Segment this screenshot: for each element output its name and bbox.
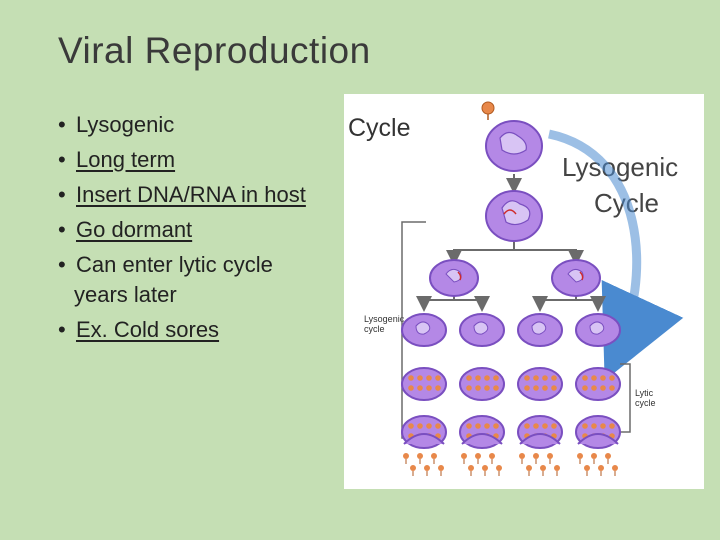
bullet-list: • Lysogenic • Long term • Insert DNA/RNA in… <box>58 110 328 350</box>
lysing-cell <box>519 433 561 476</box>
flow-arrow <box>576 296 606 312</box>
figure-heading: Cycle <box>348 114 411 142</box>
diagram-canvas: Cycle Lysogenic Cycle Lysogenic cycle Ly… <box>348 101 684 476</box>
lytic-path-arrow <box>548 129 684 381</box>
slide-title: Viral Reproduction <box>58 30 371 71</box>
flow-arrow <box>454 296 490 312</box>
bullet-dot-icon: • <box>58 112 66 137</box>
bullet-text: Insert DNA/RNA in host <box>76 182 306 207</box>
side-label-lysogenic-2: cycle <box>364 324 385 334</box>
side-label-lytic-1: Lytic <box>635 388 654 398</box>
bullet-item: • Go dormant <box>58 215 328 245</box>
lysogenic-cycle-diagram: Cycle Lysogenic Cycle Lysogenic cycle Ly… <box>344 94 704 489</box>
bullet-item: • Can enter lytic cycle years later <box>58 250 328 310</box>
virus-icon <box>481 101 495 120</box>
side-label-lytic-2: cycle <box>635 398 656 408</box>
virus-filled-cell <box>401 367 447 401</box>
lytic-bracket <box>620 363 631 433</box>
dormant-cell <box>517 313 563 347</box>
flow-arrow <box>514 249 584 266</box>
flow-arrow <box>446 242 515 266</box>
bullet-dot-icon: • <box>58 147 66 172</box>
bullet-item: • Ex. Cold sores <box>58 315 328 345</box>
bullet-text: Lysogenic <box>76 112 175 137</box>
bullet-text: Can enter lytic cycle years later <box>74 252 273 307</box>
bullet-dot-icon: • <box>58 252 66 277</box>
side-label-lysogenic-1: Lysogenic <box>364 314 405 324</box>
host-cell-dividing <box>551 259 601 297</box>
bullet-item: • Long term <box>58 145 328 175</box>
virus-filled-cell <box>517 367 563 401</box>
bullet-item: • Insert DNA/RNA in host <box>58 180 328 210</box>
bullet-text: Go dormant <box>76 217 193 242</box>
figure-title-line1: Lysogenic <box>562 152 678 182</box>
bullet-text: Ex. Cold sores <box>76 317 220 342</box>
host-cell <box>485 120 543 172</box>
bullet-item: • Lysogenic <box>58 110 328 140</box>
host-cell-prophage <box>485 190 543 242</box>
host-cell-dividing <box>429 259 479 297</box>
lysing-cell <box>461 433 503 476</box>
dormant-cell <box>401 313 447 347</box>
bullet-dot-icon: • <box>58 182 66 207</box>
virus-filled-cell <box>459 367 505 401</box>
bullet-dot-icon: • <box>58 217 66 242</box>
dormant-cell <box>459 313 505 347</box>
virus-filled-cell <box>575 367 621 401</box>
lysing-cell <box>577 433 619 476</box>
lysing-cell <box>403 433 445 476</box>
bullet-dot-icon: • <box>58 317 66 342</box>
bullet-text: Long term <box>76 147 176 172</box>
dormant-cell <box>575 313 621 347</box>
